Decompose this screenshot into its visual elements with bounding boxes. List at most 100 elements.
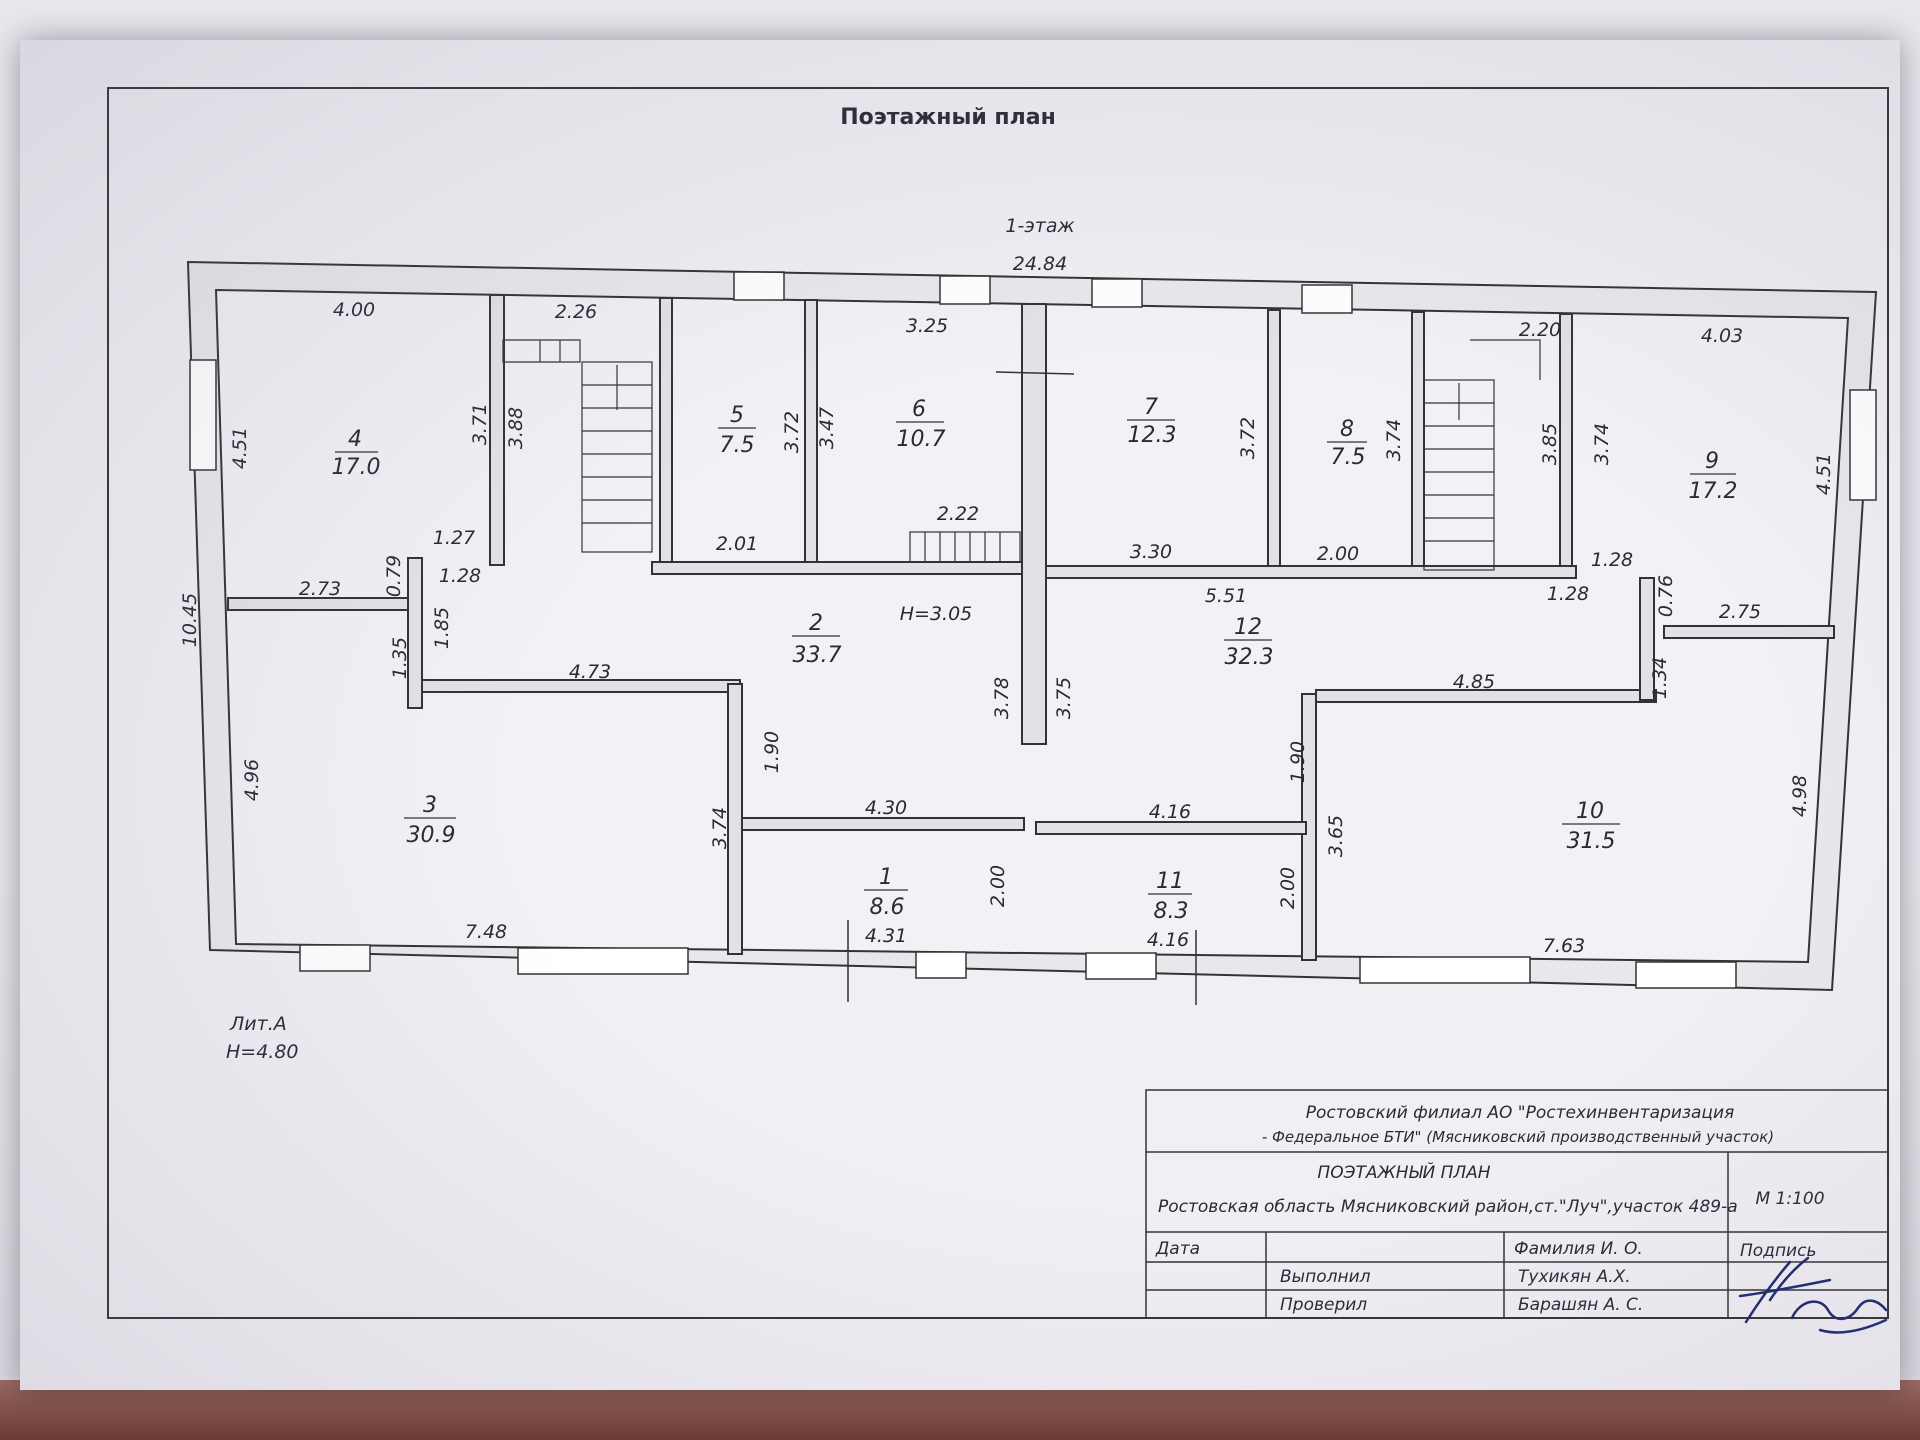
svg-text:17.0: 17.0 [332,455,381,480]
overall-height-dim: 10.45 [179,593,201,647]
stamp-name-header: Фамилия И. О. [1514,1239,1643,1259]
lit-label: Лит.А H=4.80 [226,1013,299,1063]
room-7-label: 7 12.3 [1127,395,1176,448]
dim-3-74-b: 3.74 [1591,423,1613,465]
ceiling-height-center: H=3.05 [900,603,973,625]
dim-4-96: 4.96 [241,759,263,801]
dim-1-90-b: 1.90 [1287,741,1309,783]
dim-0-76: 0.76 [1655,575,1677,617]
dim-4-16-b: 4.16 [1147,929,1189,951]
svg-text:12: 12 [1234,615,1262,640]
svg-text:10.7: 10.7 [897,427,946,452]
dim-4-31: 4.31 [865,925,907,947]
room-3-label: 3 30.9 [404,793,456,848]
dim-3-65: 3.65 [1325,815,1347,857]
stairs-left [502,339,653,553]
svg-text:17.2: 17.2 [1689,479,1738,504]
signature-mark [1738,1256,1888,1334]
room-1-label: 1 8.6 [864,865,908,920]
folder-edge [0,1380,1920,1440]
dim-2-73: 2.73 [299,578,341,600]
dim-5-51: 5.51 [1205,585,1247,607]
svg-text:32.3: 32.3 [1225,645,1274,670]
stamp-address: Ростовская область Мясниковский район,ст… [1158,1197,1738,1217]
title-block [1145,1089,1889,1319]
room-4-label: 4 17.0 [332,427,381,480]
svg-text:6: 6 [912,397,926,422]
stamp-performed-label: Выполнил [1280,1267,1371,1287]
dim-1-34: 1.34 [1649,657,1671,699]
svg-text:9: 9 [1705,449,1719,474]
stamp-signature-header: Подпись [1740,1241,1816,1261]
dim-4-51-left: 4.51 [229,427,251,469]
svg-text:11: 11 [1156,869,1184,894]
room-6-label: 6 10.7 [896,397,945,452]
dim-1-28-b: 1.28 [1591,549,1633,571]
interior-walls [227,294,1835,961]
room-12-label: 12 32.3 [1224,615,1273,670]
svg-text:33.7: 33.7 [793,643,842,668]
svg-text:7: 7 [1144,395,1158,420]
dim-3-25: 3.25 [906,315,948,337]
room-8-label: 8 7.5 [1327,417,1367,470]
lit-name: Лит.А [229,1013,287,1035]
svg-text:10: 10 [1576,799,1604,824]
svg-text:3: 3 [423,793,437,818]
section-marks [847,371,1197,1005]
svg-text:31.5: 31.5 [1567,829,1616,854]
dim-2-26: 2.26 [555,301,597,323]
dim-2-00-b: 2.00 [1277,867,1299,909]
room-11-label: 11 8.3 [1148,869,1192,924]
svg-text:8.6: 8.6 [870,895,905,920]
dim-4-73: 4.73 [569,661,611,683]
stamp-checked-label: Проверил [1280,1295,1367,1315]
svg-text:12.3: 12.3 [1128,423,1177,448]
dim-7-63: 7.63 [1543,935,1585,957]
stamp-org-line2: - Федеральное БТИ" (Мясниковский произво… [1262,1128,1774,1146]
stamp-date-label: Дата [1155,1239,1200,1259]
sheet-title: Поэтажный план [840,105,1056,130]
dim-3-75: 3.75 [1053,677,1075,719]
dim-2-00-a: 2.00 [987,865,1009,907]
dim-2-00-top: 2.00 [1317,543,1359,565]
dim-2-75: 2.75 [1719,601,1761,623]
dim-3-72-b: 3.72 [1237,417,1259,459]
dim-1-27: 1.27 [433,527,475,549]
svg-text:8: 8 [1340,417,1354,442]
dim-1-35: 1.35 [389,637,411,679]
windows [189,271,1877,989]
stamp-org-line1: Ростовский филиал АО "Ростехинвентаризац… [1306,1103,1735,1123]
dim-2-20: 2.20 [1519,319,1561,341]
room-9-label: 9 17.2 [1689,449,1738,504]
stamp-checked-name: Барашян А. С. [1518,1295,1643,1315]
svg-text:8.3: 8.3 [1154,899,1189,924]
dim-1-90-a: 1.90 [761,731,783,773]
stamp-scale: М 1:100 [1755,1189,1824,1209]
dim-3-88: 3.88 [505,407,527,449]
svg-text:2: 2 [809,611,823,636]
room-labels: 4 17.0 5 7.5 6 10.7 7 12.3 8 7.5 9 17.2 [332,395,1738,924]
dim-3-74-c: 3.74 [709,807,731,849]
dim-1-28-a: 1.28 [439,565,481,587]
stairs-right [1423,339,1541,571]
overall-width-dim: 24.84 [1013,253,1067,275]
dim-4-85: 4.85 [1453,671,1495,693]
dim-4-51-right: 4.51 [1813,453,1835,495]
dim-2-01: 2.01 [716,533,758,555]
dim-4-30: 4.30 [865,797,907,819]
dimension-labels: 4.00 2.26 3.25 2.20 4.03 4.51 3.71 3.88 … [229,299,1835,957]
dim-3-85: 3.85 [1539,423,1561,465]
dim-3-72-a: 3.72 [781,411,803,453]
dim-4-16-a: 4.16 [1149,801,1191,823]
dim-3-74-a: 3.74 [1383,419,1405,461]
dim-1-85: 1.85 [431,607,453,649]
dim-2-22: 2.22 [937,503,979,525]
floor-grate [909,531,1021,563]
room-5-label: 5 7.5 [718,403,756,458]
dim-3-47: 3.47 [816,407,838,449]
dim-4-00: 4.00 [333,299,375,321]
dim-4-03: 4.03 [1701,325,1743,347]
drawing-frame [107,87,1889,1319]
dim-3-78: 3.78 [991,677,1013,719]
